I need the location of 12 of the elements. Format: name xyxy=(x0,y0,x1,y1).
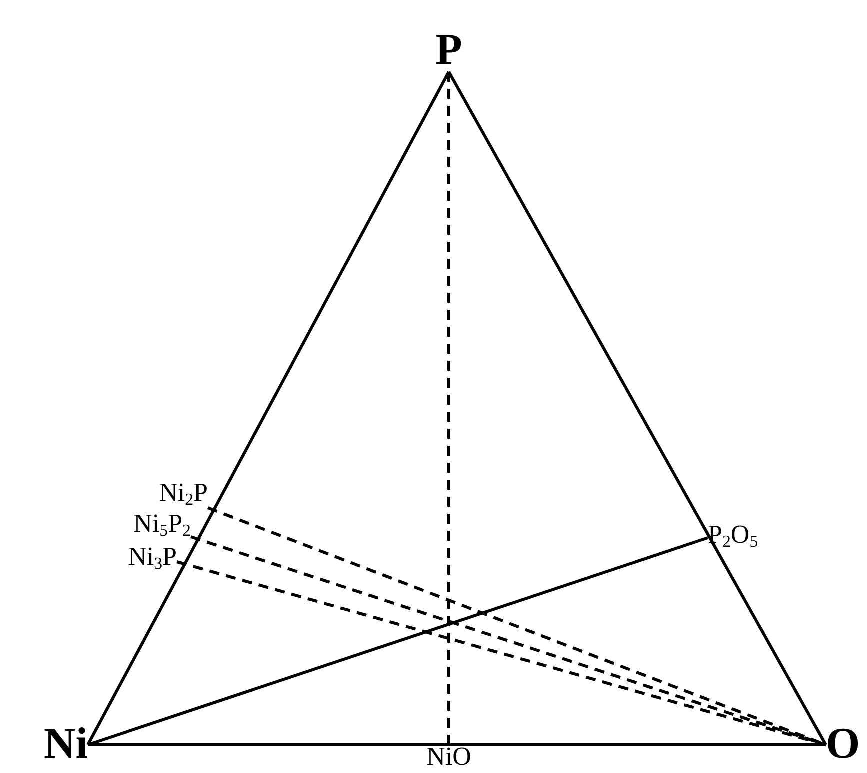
vertex-label: O xyxy=(826,722,860,766)
solid-line xyxy=(88,744,826,746)
phase-label: Ni$_{2}$P xyxy=(159,480,208,506)
phase-label: Ni$_{5}$P$_{2}$ xyxy=(134,511,191,537)
phase-label: Ni$_{3}$P xyxy=(128,544,177,570)
vertex-label: Ni xyxy=(44,722,88,766)
solid-line xyxy=(86,71,450,746)
vertex-label: P xyxy=(436,28,462,72)
solid-line xyxy=(448,71,828,746)
solid-line xyxy=(88,536,708,746)
phase-label: NiO xyxy=(426,744,472,770)
dashed-tie-line xyxy=(448,72,450,745)
